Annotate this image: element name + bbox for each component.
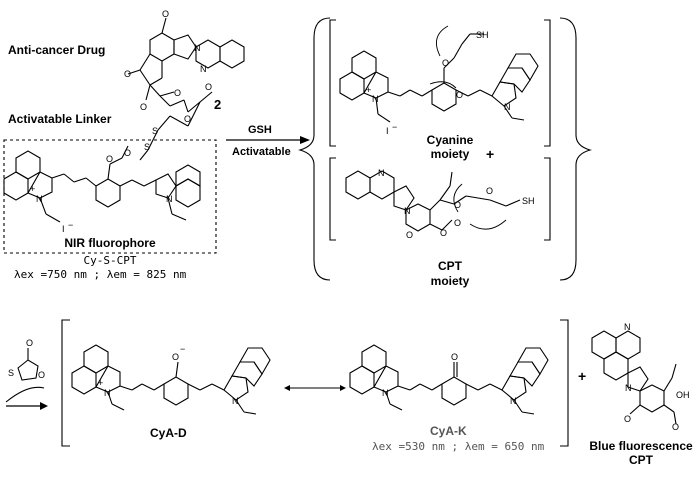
atom-o-cpt-4: O <box>454 200 461 210</box>
atom-i-cyanine: I <box>386 126 389 136</box>
atom-o-carbonate-1: O <box>174 88 181 98</box>
atom-s-thiolactone: S <box>8 368 14 378</box>
atom-i-nir: I <box>62 224 65 234</box>
cyanine-moiety-structure <box>339 25 539 123</box>
compound-number: 2 <box>214 97 222 112</box>
atom-n-cya-k-left: N <box>382 388 389 398</box>
atom-plus-nir: + <box>30 184 35 194</box>
atom-n-cya-d-right: N <box>232 396 239 406</box>
nir-fluorophore-structure <box>3 145 201 223</box>
atom-o-cpt-5: O <box>486 186 493 196</box>
cpt-moiety-structure <box>345 170 521 232</box>
left-brace <box>298 17 331 281</box>
atom-minus-nir: − <box>68 220 73 230</box>
atom-o-cpt-1: O <box>406 230 413 240</box>
cya-d-label: CyA-D <box>150 426 187 440</box>
atom-n-cya-k-right: N <box>510 396 517 406</box>
atom-s-1: S <box>152 126 158 136</box>
camptothecin-structure <box>127 17 245 101</box>
atom-o-thiolactone-1: O <box>26 338 33 348</box>
reagent-sub-label: Activatable <box>232 146 291 158</box>
bottom-right-bracket <box>560 319 569 447</box>
carbonate-linker <box>139 91 213 161</box>
blue-fluorescence-label-1: Blue fluorescence <box>589 439 693 453</box>
atom-n-cpt-1: N <box>378 168 385 178</box>
atom-o-carbonate-3: O <box>205 82 212 92</box>
atom-o-cpt-2: O <box>440 228 447 238</box>
cya-k-wavelengths: λex =530 nm ; λem = 650 nm <box>372 440 545 453</box>
atom-o-drug-2: O <box>140 102 147 112</box>
atom-o-free-cpt-2: O <box>672 422 679 432</box>
atom-o-carbonate-2: O <box>184 114 191 124</box>
cyanine-moiety-label-1: Cyanine <box>426 133 474 147</box>
atom-n-nir-right: N <box>166 194 173 204</box>
atom-n-nir-left: N <box>36 194 43 204</box>
cpt-bracket <box>329 157 551 241</box>
plus-bottom: + <box>578 368 587 384</box>
atom-oh-free-cpt: OH <box>676 390 690 400</box>
atom-o-drug-lactone: O <box>124 69 131 79</box>
atom-n-cpt-2: N <box>404 206 411 216</box>
reagent-label: GSH <box>248 124 272 136</box>
cya-d-structure <box>71 344 271 415</box>
free-cpt-structure <box>591 330 677 425</box>
atom-sh-cyanine: SH <box>476 30 489 40</box>
thiolactone-structure <box>17 348 39 381</box>
atom-minus-cya-d: − <box>180 344 185 354</box>
cya-k-structure <box>349 344 549 415</box>
curved-arrow <box>5 386 45 403</box>
blue-fluorescence-label-2: CPT <box>629 453 653 467</box>
atom-n-drug-1: N <box>194 43 201 53</box>
atom-o-thiolactone-2: O <box>38 370 45 380</box>
atom-o-cya-k: O <box>451 352 458 362</box>
atom-minus-cyanine: − <box>392 122 397 132</box>
nir-fluorophore-label: NIR fluorophore <box>64 236 156 250</box>
atom-o-nir-2: O <box>106 154 113 164</box>
bottom-left-bracket <box>61 319 70 447</box>
atom-o-cyanine-1: O <box>442 58 449 68</box>
atom-o-cya-d: O <box>172 352 179 362</box>
atom-s-2: S <box>144 142 150 152</box>
anticancer-drug-label: Anti-cancer Drug <box>8 43 106 57</box>
cpt-moiety-label-2: moiety <box>430 274 470 288</box>
atom-n-cyanine-right: N <box>504 102 511 112</box>
atom-plus-cya-d: + <box>98 378 103 388</box>
activatable-linker-label: Activatable Linker <box>8 112 112 126</box>
probe-wavelengths: λex =750 nm ; λem = 825 nm <box>14 268 187 281</box>
atom-plus-cyanine: + <box>366 85 371 95</box>
plus-top: + <box>486 146 495 162</box>
probe-name: Cy-S-CPT <box>83 254 137 267</box>
atom-o-cyanine-2: O <box>456 90 463 100</box>
atom-n-cyanine-left: N <box>372 94 379 104</box>
right-brace <box>559 17 592 281</box>
atom-sh-cpt: SH <box>522 196 535 206</box>
atom-n-cya-d-left: N <box>104 388 111 398</box>
atom-n-free-cpt-2: N <box>625 383 632 393</box>
atom-o-free-cpt-1: O <box>624 414 631 424</box>
cpt-moiety-label-1: CPT <box>438 259 462 273</box>
atom-o-nir-1: O <box>124 148 131 158</box>
atom-o-cpt-3: O <box>454 218 461 228</box>
atom-o-drug-carbonyl: O <box>162 9 169 19</box>
cyanine-bracket <box>329 19 551 147</box>
cya-k-label: CyA-K <box>430 424 467 438</box>
atom-n-free-cpt-1: N <box>624 322 631 332</box>
atom-n-drug-2: N <box>200 64 207 74</box>
cyanine-moiety-label-2: moiety <box>430 147 470 161</box>
